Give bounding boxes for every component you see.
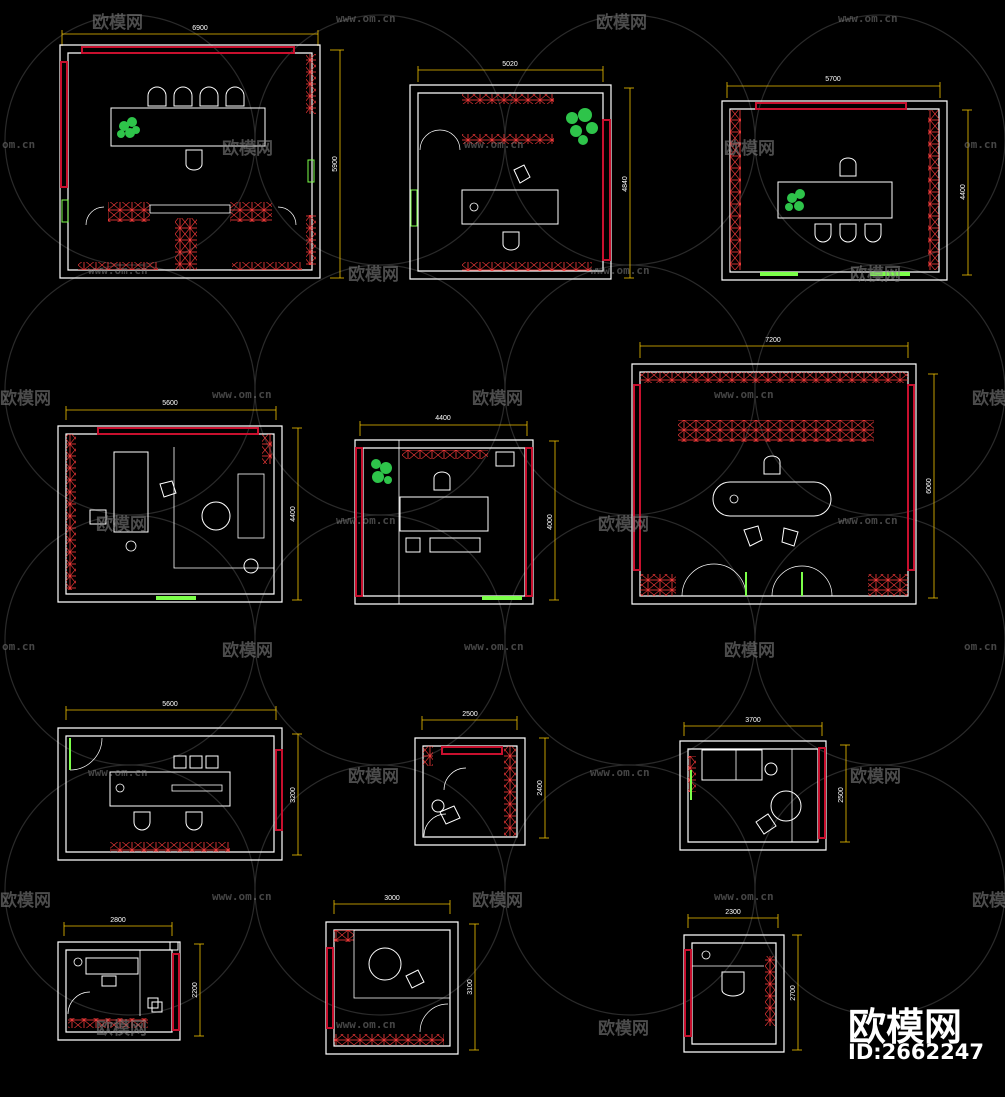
plan-11-width: 3000: [384, 895, 400, 902]
plan-8-height: 2400: [537, 780, 544, 796]
plan-2-width: 5020: [502, 61, 518, 68]
plan-3-width: 5700: [825, 76, 841, 83]
plan-6-height: 6060: [926, 478, 933, 494]
desk: [109, 771, 231, 807]
dimension-lines: [61, 30, 344, 279]
watermark-brand: 欧模网: [598, 1019, 649, 1039]
plan-12-height: 2700: [790, 985, 797, 1001]
watermark-brand: 欧模网: [596, 13, 647, 33]
plan-9-width: 3700: [745, 717, 761, 724]
watermark-brand: 欧模网: [850, 265, 901, 285]
watermark-url: www.om.cn: [464, 138, 524, 151]
watermark-url: www.om.cn: [212, 388, 272, 401]
plan-5: 4400 4000: [354, 415, 559, 605]
sofa: [701, 749, 763, 781]
watermark-url: www.om.cn: [212, 890, 272, 903]
plan-4-height: 4400: [290, 506, 297, 522]
plan-6-width: 7200: [765, 337, 781, 344]
watermark-brand: 欧模网: [972, 389, 1005, 409]
plan-4: 5600 4400: [57, 400, 302, 603]
chairs: [147, 86, 245, 171]
watermark-url: om.cn: [964, 138, 998, 151]
desk: [113, 451, 149, 533]
watermark-url: www.om.cn: [88, 766, 148, 779]
watermark-url: www.om.cn: [838, 514, 898, 527]
watermark-brand: 欧模网: [92, 13, 143, 33]
corner-logo-id: ID:2662247: [848, 1040, 984, 1064]
plan-8: 2500 2400: [414, 711, 549, 846]
plan-5-width: 4400: [435, 415, 451, 422]
watermark-url: om.cn: [964, 640, 998, 653]
plant-icon: [566, 108, 598, 145]
plan-1-height: 5900: [332, 156, 339, 172]
plan-11: 3000 3100: [325, 895, 479, 1055]
watermark-arcs: [4, 14, 1005, 1016]
desk: [777, 181, 893, 219]
desk: [461, 189, 559, 225]
watermark-brand: 欧模网: [0, 891, 51, 911]
watermark-brand: 欧模网: [0, 389, 51, 409]
desk: [85, 957, 139, 975]
watermark-brand: 欧模网: [222, 139, 273, 159]
plan-2: 5020 4840: [409, 61, 634, 280]
plan-1-width: 6900: [192, 25, 208, 32]
watermark-brand: 欧模网: [472, 389, 523, 409]
plan-9: 3700 2500: [679, 717, 850, 851]
plan-7: 5600 3200: [57, 701, 302, 861]
plant-icon: [371, 459, 392, 484]
watermark-url: www.om.cn: [336, 12, 396, 25]
plan-10-height: 2200: [192, 982, 199, 998]
watermark-brand: 欧模网: [850, 767, 901, 787]
plan-8-width: 2500: [462, 711, 478, 718]
plan-3: 5700 4400: [721, 76, 972, 281]
watermark-url: www.om.cn: [88, 264, 148, 277]
watermark-url: om.cn: [2, 640, 36, 653]
plan-1: 6900 5900: [59, 25, 344, 279]
watermark-brand: 欧模网: [96, 1019, 147, 1039]
corner-logo-title: 欧模网: [848, 1005, 963, 1049]
plan-7-width: 5600: [162, 701, 178, 708]
watermark-url: www.om.cn: [336, 1018, 396, 1031]
plan-6: 7200 6060: [631, 337, 938, 605]
round-table: [770, 790, 802, 822]
plan-4-width: 5600: [162, 400, 178, 407]
plan-9-height: 2500: [838, 787, 845, 803]
plan-10-width: 2800: [110, 917, 126, 924]
round-table: [368, 947, 402, 981]
watermark-brand: 欧模网: [96, 515, 147, 535]
watermark-brand: 欧模网: [348, 767, 399, 787]
watermark-url: om.cn: [2, 138, 36, 151]
plan-2-height: 4840: [622, 176, 629, 192]
watermark-url: www.om.cn: [336, 514, 396, 527]
plan-11-height: 3100: [467, 979, 474, 995]
watermark-brand: 欧模网: [472, 891, 523, 911]
plan-12-width: 2300: [725, 909, 741, 916]
plan-3-height: 4400: [960, 184, 967, 200]
watermark-url: www.om.cn: [590, 766, 650, 779]
watermark-brand: 欧模网: [724, 641, 775, 661]
watermark-url: www.om.cn: [714, 388, 774, 401]
watermark-url: www.om.cn: [464, 640, 524, 653]
meeting-table: [110, 107, 266, 147]
plan-12: 2300 2700: [683, 909, 802, 1053]
watermark-brand: 欧模网: [222, 641, 273, 661]
watermark-brand: 欧模网: [972, 891, 1005, 911]
plant-icon: [785, 189, 805, 211]
plan-10: 2800 2200: [57, 917, 204, 1041]
desk: [399, 496, 489, 532]
watermark-brand: 欧模网: [348, 265, 399, 285]
plan-5-height: 4000: [547, 514, 554, 530]
watermark-url: www.om.cn: [714, 890, 774, 903]
watermark-brand: 欧模网: [598, 515, 649, 535]
watermark-url: www.om.cn: [590, 264, 650, 277]
oval-table: [712, 481, 832, 517]
watermark-url: www.om.cn: [838, 12, 898, 25]
plant-icon: [117, 117, 140, 138]
watermark-brand: 欧模网: [724, 139, 775, 159]
plan-7-height: 3200: [290, 787, 297, 803]
round-table: [201, 501, 231, 531]
